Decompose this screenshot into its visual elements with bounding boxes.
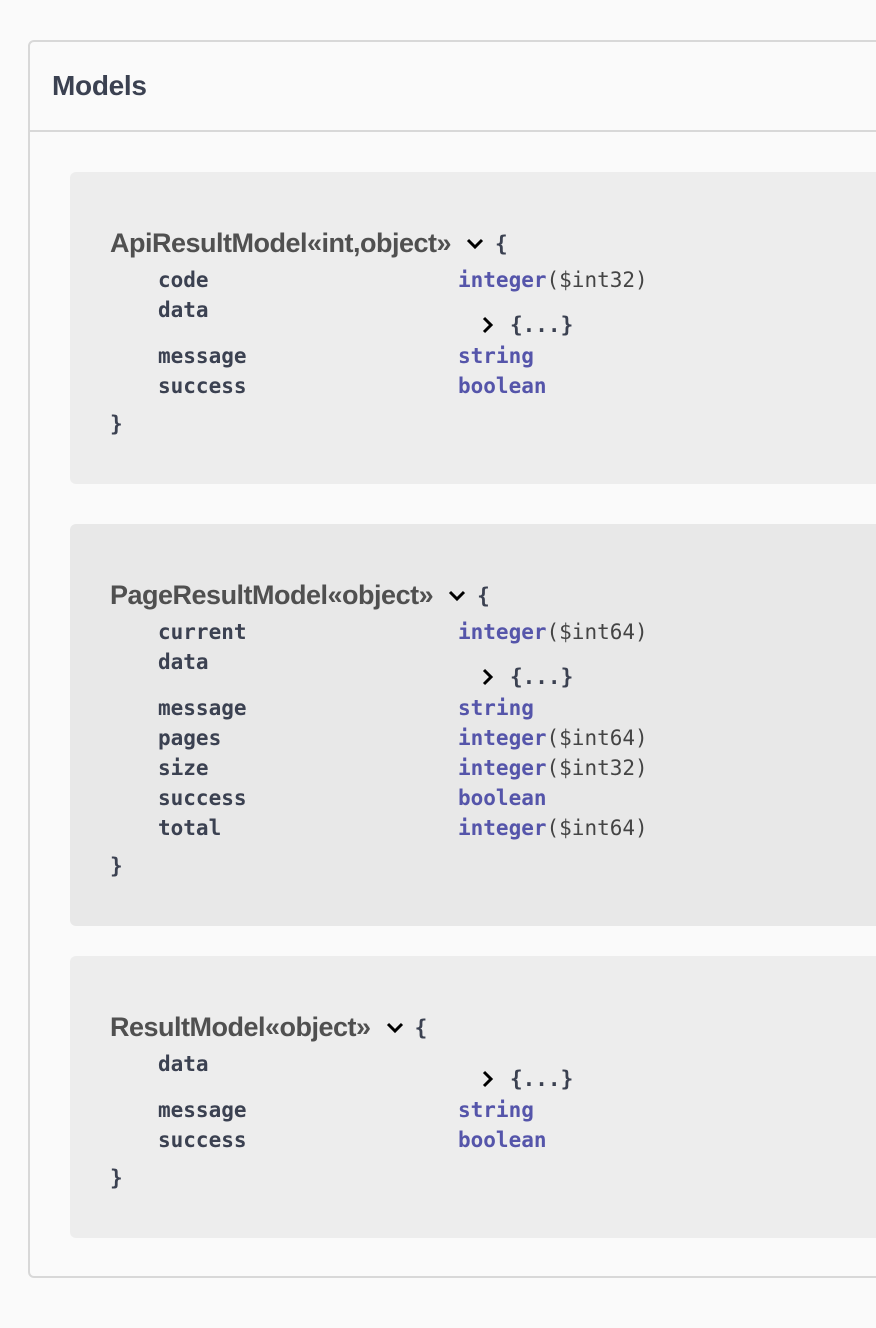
close-brace: } <box>110 412 123 436</box>
property-type: boolean <box>458 374 547 398</box>
property-type: integer($int32) <box>458 268 648 292</box>
chevron-right-icon <box>478 313 498 337</box>
property-row: current integer($int64) <box>158 617 858 647</box>
property-row: success boolean <box>158 1125 858 1155</box>
property-name: current <box>158 620 247 644</box>
property-name: message <box>158 344 247 368</box>
property-type: integer($int64) <box>458 816 648 840</box>
model-name[interactable]: ApiResultModel«int,object» <box>110 228 452 258</box>
models-section: Models ApiResultModel«int,object» { code… <box>28 40 876 1278</box>
property-type: string <box>458 696 534 720</box>
property-name: data <box>158 650 209 674</box>
close-brace: } <box>110 854 123 878</box>
property-row: pages integer($int64) <box>158 723 858 753</box>
property-name: success <box>158 374 247 398</box>
property-name: total <box>158 816 222 840</box>
model-container: ResultModel«object» { data {...} message… <box>70 956 876 1238</box>
model-header: ResultModel«object» { <box>110 1012 427 1043</box>
property-row: data {...} <box>158 295 858 341</box>
chevron-right-icon <box>478 665 498 689</box>
property-type: boolean <box>458 1128 547 1152</box>
property-name: success <box>158 1128 247 1152</box>
property-row: data {...} <box>158 1049 858 1095</box>
property-name: size <box>158 756 209 780</box>
chevron-right-icon <box>478 1067 498 1091</box>
close-brace: } <box>110 1166 123 1190</box>
open-brace: { <box>495 231 508 256</box>
collapsed-object: {...} <box>510 665 574 689</box>
model-container: PageResultModel«object» { current intege… <box>70 524 876 926</box>
property-name: data <box>158 298 209 322</box>
property-row: code integer($int32) <box>158 265 858 295</box>
property-name: pages <box>158 726 222 750</box>
property-row: success boolean <box>158 783 858 813</box>
chevron-down-icon[interactable] <box>383 1016 407 1040</box>
property-name: code <box>158 268 209 292</box>
property-type: integer($int64) <box>458 726 648 750</box>
models-section-header[interactable]: Models <box>30 42 876 132</box>
property-type: boolean <box>458 786 547 810</box>
property-row: total integer($int64) <box>158 813 858 843</box>
open-brace: { <box>414 1015 428 1040</box>
property-row: message string <box>158 1095 858 1125</box>
property-name: message <box>158 696 247 720</box>
model-header: PageResultModel«object» { <box>110 580 490 611</box>
model-name[interactable]: PageResultModel«object» <box>110 580 434 610</box>
property-name: data <box>158 1052 209 1076</box>
model-name[interactable]: ResultModel«object» <box>110 1012 371 1042</box>
collapsed-object: {...} <box>510 1067 574 1091</box>
property-row: data {...} <box>158 647 858 693</box>
property-row: message string <box>158 341 858 371</box>
model-container: ApiResultModel«int,object» { code intege… <box>70 172 876 484</box>
open-brace: { <box>477 583 490 608</box>
model-header: ApiResultModel«int,object» { <box>110 228 508 259</box>
property-row: success boolean <box>158 371 858 401</box>
property-name: message <box>158 1098 247 1122</box>
object-expand-toggle[interactable]: {...} <box>478 1067 573 1091</box>
collapsed-object: {...} <box>510 313 574 337</box>
object-expand-toggle[interactable]: {...} <box>478 665 573 689</box>
property-type: string <box>458 344 534 368</box>
object-expand-toggle[interactable]: {...} <box>478 313 573 337</box>
chevron-down-icon[interactable] <box>463 232 487 256</box>
property-type: string <box>458 1098 534 1122</box>
property-name: success <box>158 786 247 810</box>
property-row: message string <box>158 693 858 723</box>
property-row: size integer($int32) <box>158 753 858 783</box>
chevron-down-icon[interactable] <box>445 584 469 608</box>
property-type: integer($int32) <box>458 756 648 780</box>
section-title: Models <box>52 70 147 101</box>
property-type: integer($int64) <box>458 620 648 644</box>
